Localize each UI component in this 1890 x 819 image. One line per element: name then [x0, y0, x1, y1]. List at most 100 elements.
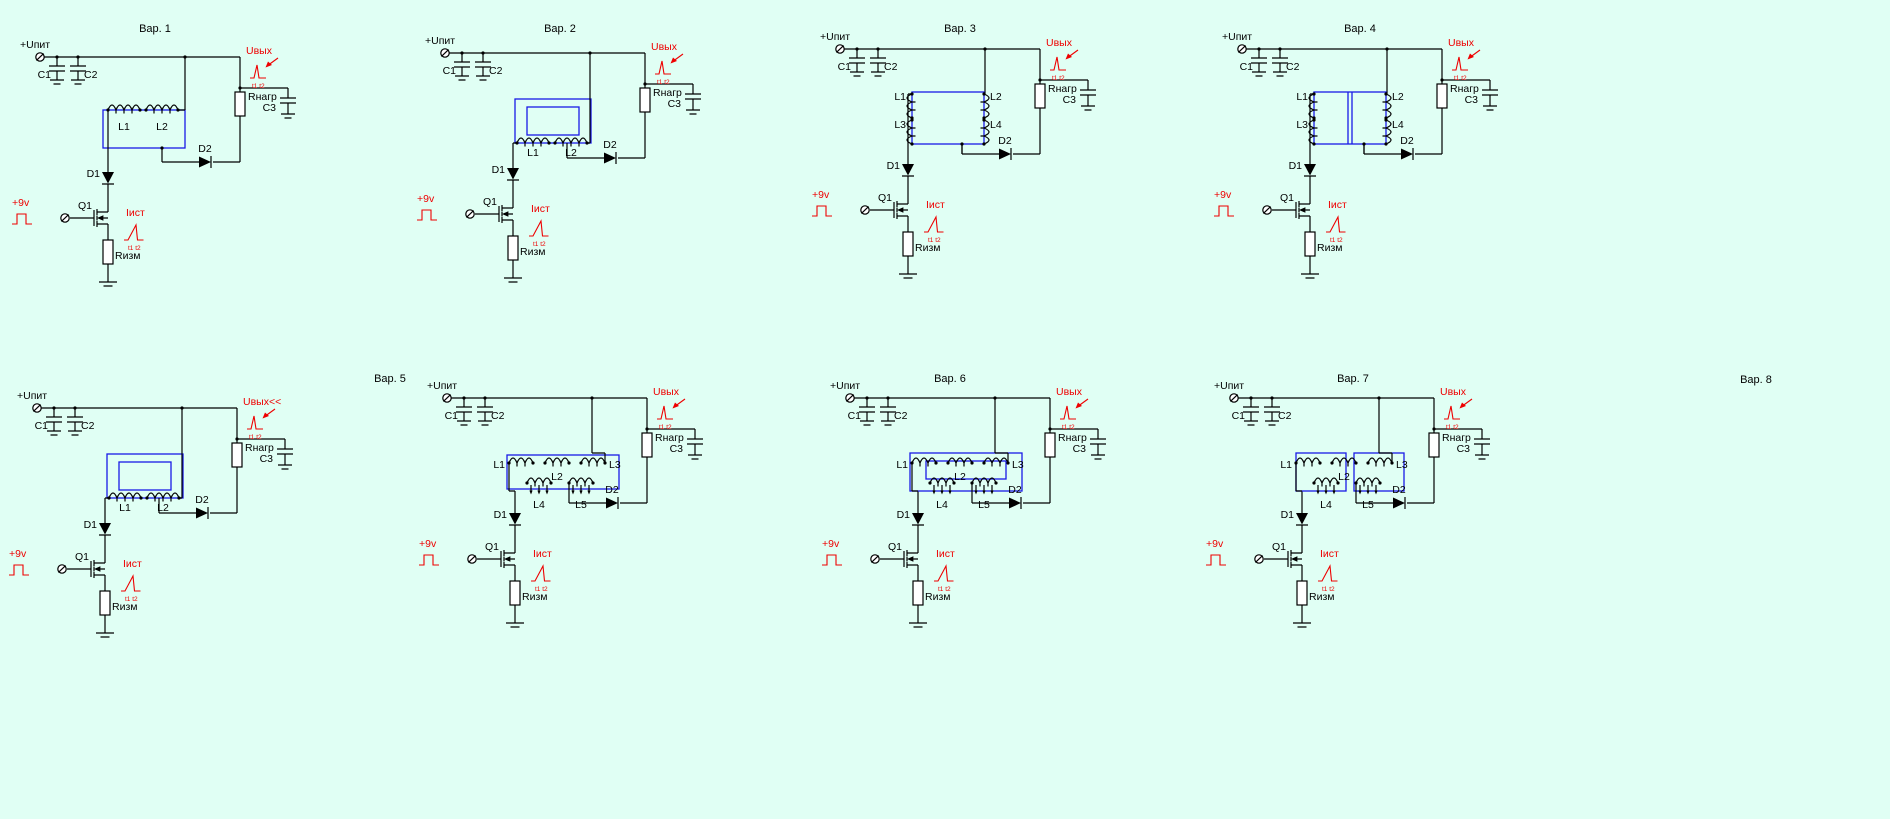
- rmeas-label: Rизм: [925, 591, 950, 603]
- c3-label: C3: [260, 453, 274, 465]
- d2-label: D2: [1008, 484, 1022, 496]
- transformer: [105, 451, 183, 503]
- winding-label: L1: [894, 91, 906, 103]
- rmeas-label: Rизм: [1317, 242, 1342, 254]
- c1-label: C1: [38, 69, 52, 81]
- rload-label: Rнагр: [245, 442, 274, 454]
- d1-label: D1: [492, 164, 506, 176]
- source-current-label: Iист: [926, 199, 945, 211]
- output-voltage-label: Uвых: [1448, 37, 1475, 49]
- source-current-label: Iист: [531, 203, 550, 215]
- output-voltage-label: Uвых: [651, 41, 678, 53]
- winding-label: L4: [533, 499, 545, 511]
- d1-label: D1: [84, 519, 98, 531]
- c2-label: C2: [894, 410, 908, 422]
- rload-label: Rнагр: [1450, 83, 1479, 95]
- gate-pulse-label: +9v: [417, 193, 435, 205]
- transformer: [1294, 441, 1404, 495]
- winding-label: L2: [156, 121, 168, 133]
- c1-label: C1: [443, 65, 457, 77]
- time-marks: t1 t2: [1322, 586, 1335, 593]
- c1-label: C1: [848, 410, 862, 422]
- c3-label: C3: [668, 98, 682, 110]
- supply-label: +Uпит: [1214, 380, 1244, 392]
- winding-label: L5: [1362, 499, 1374, 511]
- c2-label: C2: [491, 410, 505, 422]
- rload-label: Rнагр: [1048, 83, 1077, 95]
- winding-label: L2: [990, 91, 1002, 103]
- time-marks: t1 t2: [659, 424, 672, 431]
- supply-label: +Uпит: [830, 380, 860, 392]
- variant-title-8: Вар. 8: [1740, 374, 1772, 386]
- output-voltage-label: Uвых: [1440, 386, 1467, 398]
- d1-label: D1: [87, 168, 101, 180]
- transformer: [103, 100, 185, 152]
- winding-label: L1: [527, 147, 539, 159]
- rload-label: Rнагр: [1058, 432, 1087, 444]
- winding-label: L5: [575, 499, 587, 511]
- variant-title-5: Вар. 5: [374, 373, 406, 385]
- winding-label: L1: [1280, 459, 1292, 471]
- time-marks: t1 t2: [1052, 75, 1065, 82]
- d2-label: D2: [198, 143, 212, 155]
- rload-label: Rнагр: [1442, 432, 1471, 444]
- d2-label: D2: [998, 135, 1012, 147]
- transformer: [910, 441, 1022, 495]
- d1-label: D1: [897, 509, 911, 521]
- c3-label: C3: [1465, 94, 1479, 106]
- rmeas-label: Rизм: [112, 601, 137, 613]
- variant-title-3: Вар. 3: [944, 23, 976, 35]
- gate-pulse-label: +9v: [822, 538, 840, 550]
- transformer: [907, 92, 989, 154]
- rload-label: Rнагр: [653, 87, 682, 99]
- circuit-variant-5: +Uпит C1 C2 Rнагр C3 D2 D1 Q1 Rизм +9v I…: [9, 390, 293, 637]
- winding-label: L4: [936, 499, 948, 511]
- circuit-variant-4: +Uпит C1 C2 Rнагр C3 D2 D1 Q1 Rизм +9v I…: [1214, 31, 1498, 278]
- winding-label: L1: [118, 121, 130, 133]
- q1-label: Q1: [1272, 541, 1286, 553]
- winding-label: L3: [894, 119, 906, 131]
- q1-label: Q1: [888, 541, 902, 553]
- circuit-variant-3: +Uпит C1 C2 Rнагр C3 D2 D1 Q1 Rизм +9v I…: [812, 31, 1096, 278]
- source-current-label: Iист: [1328, 199, 1347, 211]
- winding-label: L3: [1396, 459, 1408, 471]
- time-marks: t1 t2: [252, 83, 265, 90]
- q1-label: Q1: [1280, 192, 1294, 204]
- source-current-label: Iист: [123, 558, 142, 570]
- rmeas-label: Rизм: [115, 250, 140, 262]
- variant-title-1: Вар. 1: [139, 23, 171, 35]
- circuit-variant-8: +Uпит C1 C2 Rнагр C3 D2 D1 Q1 Rизм +9v I…: [1206, 380, 1490, 627]
- c1-label: C1: [35, 420, 49, 432]
- time-marks: t1 t2: [657, 79, 670, 86]
- rload-label: Rнагр: [248, 91, 277, 103]
- c2-label: C2: [489, 65, 503, 77]
- winding-label: L1: [119, 502, 131, 514]
- q1-label: Q1: [75, 551, 89, 563]
- gate-pulse-label: +9v: [9, 548, 27, 560]
- d2-label: D2: [605, 484, 619, 496]
- gate-pulse-label: +9v: [1206, 538, 1224, 550]
- time-marks: t1 t2: [535, 586, 548, 593]
- time-marks: t1 t2: [938, 586, 951, 593]
- winding-label: L2: [565, 147, 577, 159]
- rmeas-label: Rизм: [915, 242, 940, 254]
- c2-label: C2: [884, 61, 898, 73]
- output-voltage-label: Uвых: [246, 45, 273, 57]
- supply-label: +Uпит: [1222, 31, 1252, 43]
- source-current-label: Iист: [1320, 548, 1339, 560]
- d1-label: D1: [1281, 509, 1295, 521]
- winding-label: L1: [1296, 91, 1308, 103]
- time-marks: t1 t2: [533, 241, 546, 248]
- time-marks: t1 t2: [125, 596, 138, 603]
- transformer: [1309, 92, 1391, 154]
- output-voltage-label: Uвых<<: [243, 396, 281, 408]
- time-marks: t1 t2: [1446, 424, 1459, 431]
- gate-pulse-label: +9v: [419, 538, 437, 550]
- output-voltage-label: Uвых: [1046, 37, 1073, 49]
- c2-label: C2: [84, 69, 98, 81]
- time-marks: t1 t2: [128, 245, 141, 252]
- q1-label: Q1: [483, 196, 497, 208]
- time-marks: t1 t2: [1062, 424, 1075, 431]
- winding-label: L3: [1296, 119, 1308, 131]
